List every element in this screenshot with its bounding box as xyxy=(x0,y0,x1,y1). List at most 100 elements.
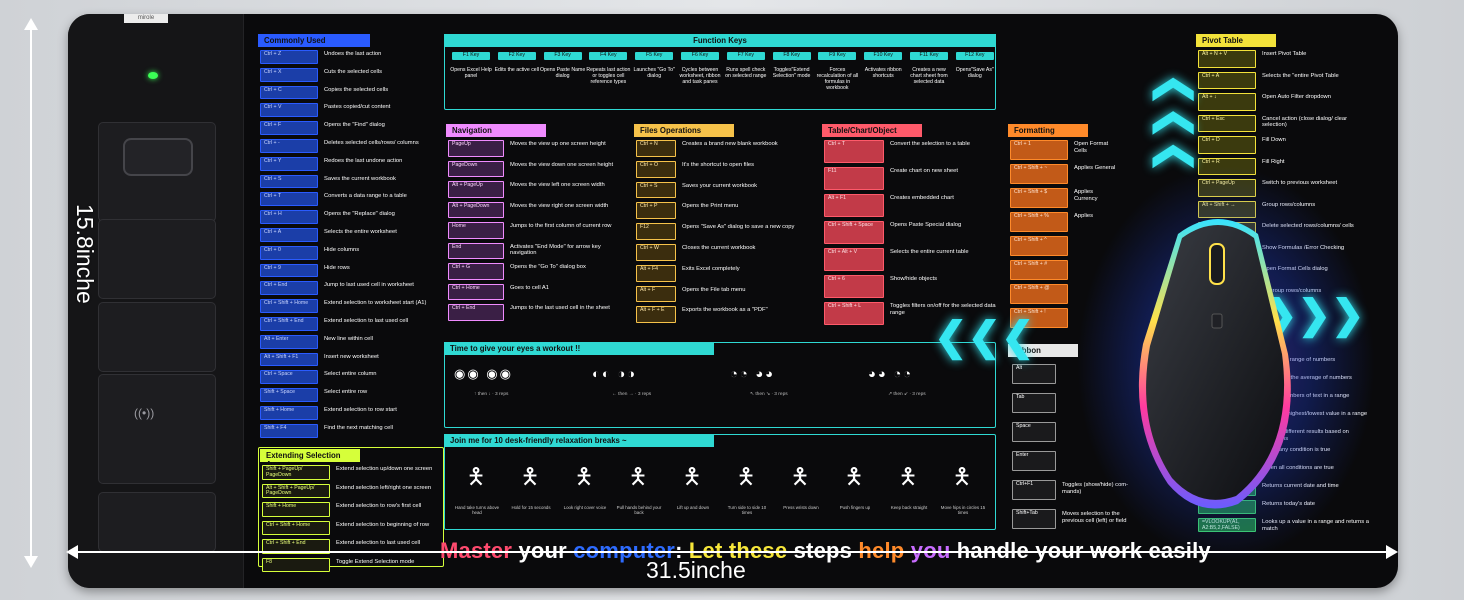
arrow-down-icon xyxy=(24,556,38,568)
pivot-desc-4: Fill Down xyxy=(1262,137,1286,143)
formatting-desc-2: Applies Currency xyxy=(1074,189,1098,202)
stretch-figure-icon-3: 🯅 xyxy=(628,464,648,489)
eyes-caption-2: ↖ then ↘ · 3 reps xyxy=(750,392,788,397)
files-desc-5: Closes the current workbook xyxy=(682,245,756,251)
nav-desc-0: Moves the view up one screen height xyxy=(510,141,606,147)
common-key-0: Ctrl + Z xyxy=(260,50,318,64)
nav-key-1: PageDown xyxy=(448,160,504,177)
files-desc-1: It's the shortcut to open files xyxy=(682,161,754,168)
common-key-18: Ctrl + Space xyxy=(260,370,318,385)
fkey-0: F1 Key xyxy=(452,52,490,60)
common-key-17: Alt + Shift + F1 xyxy=(260,352,318,367)
files-key-4: F12 xyxy=(636,223,676,240)
slogan-part-0: Master xyxy=(440,538,519,563)
common-desc-1: Cuts the selected cells xyxy=(324,68,382,75)
files-desc-8: Exports the workbook as a "PDF" xyxy=(682,307,768,314)
ribbon-key-1: Tab xyxy=(1012,393,1056,413)
table-desc-0: Convert the selection to a table xyxy=(890,141,970,147)
fkey-desc-9: Activates ribbon shortcuts xyxy=(864,67,902,79)
common-desc-4: Opens the "Find" dialog xyxy=(324,122,385,129)
arrow-up-icon xyxy=(24,18,38,30)
common-key-4: Ctrl + F xyxy=(260,121,318,135)
slogan-part-7: you xyxy=(910,538,957,563)
ribbon-key-3: Enter xyxy=(1012,451,1056,471)
pivot-desc-6: Switch to previous worksheet xyxy=(1262,180,1338,186)
slogan-part-6: help xyxy=(858,538,911,563)
table-key-5: Ctrl + 6 xyxy=(824,275,884,298)
eyes-icon-2: ◔◔ ◕◕ xyxy=(730,366,776,381)
files-desc-2: Saves your current workbook xyxy=(682,182,758,189)
pivot-title: Pivot Table xyxy=(1196,34,1276,47)
common-title: Commonly Used xyxy=(258,34,370,47)
fkey-1: F2 Key xyxy=(497,52,536,60)
files-title: Files Operations xyxy=(634,124,734,137)
common-desc-6: Redoes the last undone action xyxy=(324,157,403,164)
extend-title: Extending Selection Areas xyxy=(260,449,360,469)
stretch-figure-icon-7: 🯅 xyxy=(844,464,864,489)
common-desc-7: Saves the current workbook xyxy=(324,175,396,182)
common-desc-10: Selects the entire worksheet xyxy=(324,229,397,235)
pivot-key-2: Alt + ↓ xyxy=(1198,93,1256,111)
common-desc-2: Copies the selected cells xyxy=(324,86,389,93)
fkey-desc-4: Launches "Go To" dialog xyxy=(633,67,675,79)
extend-key-0: Shift + PageUp/ PageDown xyxy=(262,465,330,480)
power-button[interactable] xyxy=(123,138,193,176)
common-desc-9: Opens the "Replace" dialog xyxy=(324,211,395,218)
table-desc-5: Show/hide objects xyxy=(890,276,938,282)
stretch-caption-9: Move hips in circles 15 times xyxy=(940,505,986,515)
common-desc-16: New line within cell xyxy=(324,335,373,342)
table-key-3: Ctrl + Shift + Space xyxy=(824,221,884,244)
slogan-part-4: Let these xyxy=(688,538,794,563)
files-key-0: Ctrl + N xyxy=(636,140,676,157)
files-key-2: Ctrl + S xyxy=(636,181,676,199)
stretch-caption-0: Hand take turns above head xyxy=(454,505,500,515)
fkey-10: F11 Key xyxy=(910,52,948,60)
common-key-2: Ctrl + C xyxy=(260,85,318,100)
fkeys-title: Function Keys xyxy=(444,34,996,47)
common-key-5: Ctrl + - xyxy=(260,139,318,153)
common-key-7: Ctrl + S xyxy=(260,174,318,189)
files-key-3: Ctrl + P xyxy=(636,202,676,220)
common-key-9: Ctrl + H xyxy=(260,210,318,224)
relax-box xyxy=(444,434,996,530)
eyes-box xyxy=(444,342,996,428)
dock-button-5 xyxy=(98,492,216,552)
fkey-desc-10: Creates a new chart sheet from selected … xyxy=(910,67,948,85)
common-key-15: Ctrl + Shift + End xyxy=(260,317,318,331)
extend-desc-4: Extend selection to last used cell xyxy=(336,540,421,546)
nav-desc-8: Jumps to the last used cell in the sheet xyxy=(510,305,610,311)
common-desc-21: Find the next matching cell xyxy=(324,424,393,431)
fkey-desc-7: Toggles"Extend Selection" mode xyxy=(772,67,811,79)
extend-key-2: Shift + Home xyxy=(262,502,330,517)
stretch-figure-icon-2: 🯅 xyxy=(574,464,594,489)
slogan-part-1: your xyxy=(518,538,574,563)
table-key-1: F11 xyxy=(824,167,884,190)
ribbon-desc-4: Toggles (show/hide) com-mands) xyxy=(1062,482,1129,495)
pivot-key-0: Alt + N + V xyxy=(1198,50,1256,68)
width-dimension-line xyxy=(76,551,1396,553)
stretch-caption-5: Turn side to side 10 times xyxy=(727,505,767,515)
nav-desc-1: Moves the view down one screen height xyxy=(510,161,614,168)
table-key-6: Ctrl + Shift + L xyxy=(824,302,884,325)
fkey-11: F12 Key xyxy=(955,52,994,60)
extend-key-5: F8 xyxy=(262,557,330,572)
stretch-figure-icon-5: 🯅 xyxy=(736,464,756,489)
stretch-caption-1: Hold for 15 seconds xyxy=(511,505,551,510)
stretch-caption-6: Press wrists down xyxy=(783,505,819,510)
fkey-desc-3: Repeats last action or toggles cell refe… xyxy=(586,67,631,85)
formatting-key-6: Ctrl + Shift + @ xyxy=(1010,284,1068,304)
common-key-6: Ctrl + Y xyxy=(260,156,318,171)
formatting-title: Formatting xyxy=(1008,124,1088,137)
height-label: 15.8inche xyxy=(72,204,98,304)
pivot-desc-2: Open Auto Filter dropdown xyxy=(1262,94,1331,100)
extend-desc-3: Extend selection to beginning of row xyxy=(336,521,430,528)
common-desc-5: Deletes selected cells/rows/ columns xyxy=(324,140,419,146)
common-key-13: Ctrl + End xyxy=(260,281,318,296)
formatting-key-5: Ctrl + Shift + # xyxy=(1010,260,1068,280)
files-desc-0: Creates a brand new blank workbook xyxy=(682,141,778,147)
nav-desc-7: Goes to cell A1 xyxy=(510,284,549,291)
formatting-key-2: Ctrl + Shift + $ xyxy=(1010,188,1068,208)
common-key-20: Shift + Home xyxy=(260,406,318,420)
ribbon-title: Ribbon xyxy=(1008,344,1078,357)
